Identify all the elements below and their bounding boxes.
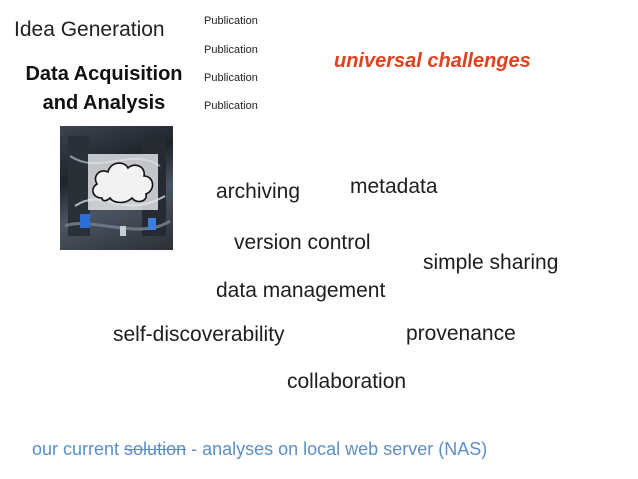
data-acquisition-label: Data Acquisition and Analysis: [6, 60, 202, 118]
challenge-metadata: metadata: [350, 175, 438, 198]
challenge-provenance: provenance: [406, 322, 516, 345]
challenge-self-discoverability: self-discoverability: [113, 323, 285, 346]
challenge-data-management: data management: [216, 279, 386, 302]
publication-label-3: Publication: [204, 72, 258, 84]
footer-prefix: our current: [32, 439, 125, 459]
idea-generation-label: Idea Generation: [14, 18, 165, 41]
footer-struck-word: solution: [124, 439, 187, 459]
publication-label-1: Publication: [204, 15, 258, 27]
cloud-icon: [88, 154, 158, 210]
universal-challenges-heading: universal challenges: [334, 50, 531, 72]
publication-label-4: Publication: [204, 100, 258, 112]
challenge-collaboration: collaboration: [287, 370, 407, 393]
challenge-version-control: version control: [234, 231, 371, 254]
data-acquisition-line2: and Analysis: [42, 92, 166, 114]
challenge-simple-sharing: simple sharing: [423, 251, 559, 274]
publication-label-2: Publication: [204, 44, 258, 56]
footer-suffix: - analyses on local web server (NAS): [186, 439, 488, 459]
server-rack-photo: [60, 126, 173, 250]
challenge-archiving: archiving: [216, 180, 301, 203]
current-solution-footer: our current solution - analyses on local…: [32, 439, 487, 460]
data-acquisition-line1: Data Acquisition: [25, 63, 183, 85]
